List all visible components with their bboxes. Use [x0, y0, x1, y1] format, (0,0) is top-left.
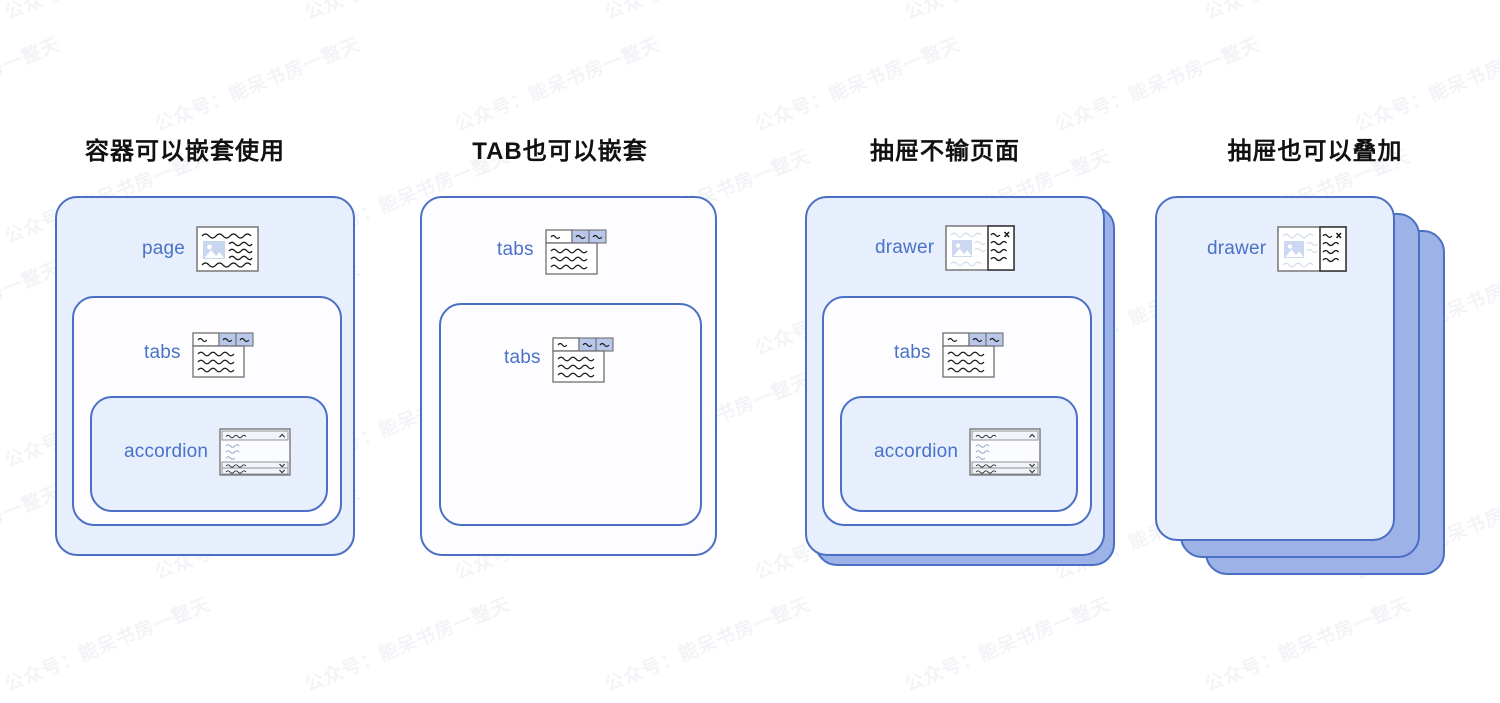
page-icon — [196, 226, 259, 272]
drawer-icon — [945, 225, 1016, 271]
panel-nested-containers: 容器可以嵌套使用 page — [0, 0, 370, 703]
drawer-item-row[interactable]: drawer — [875, 225, 1016, 271]
panel-title: TAB也可以嵌套 — [472, 138, 648, 165]
panel-nested-tabs: TAB也可以嵌套 tabs — [375, 0, 745, 703]
accordion-icon — [969, 428, 1041, 476]
drawer-label: drawer — [875, 237, 935, 258]
panel-drawer-vs-page: 抽屉不输页面 drawer — [760, 0, 1130, 703]
drawer-container-box[interactable]: drawer — [805, 196, 1105, 556]
tabs-outer-box[interactable]: tabs — [420, 196, 717, 556]
tabs-icon — [552, 331, 615, 385]
accordion-icon — [219, 428, 291, 476]
drawer-label: drawer — [1207, 238, 1267, 259]
tabs-icon — [192, 326, 255, 380]
tabs-inner-box[interactable]: tabs — [439, 303, 702, 526]
tabs-inner-item-row[interactable]: tabs — [504, 331, 615, 385]
panel-title: 容器可以嵌套使用 — [85, 138, 285, 165]
tabs-item-row[interactable]: tabs — [144, 326, 255, 380]
tabs-container-box[interactable]: tabs — [72, 296, 342, 526]
tabs-icon — [545, 223, 608, 277]
accordion-label: accordion — [124, 441, 209, 462]
drawer-item-row[interactable]: drawer — [1207, 226, 1348, 272]
tabs-label: tabs — [144, 342, 181, 363]
panel-title: 抽屉不输页面 — [870, 138, 1020, 165]
page-label: page — [142, 238, 186, 259]
tabs-container-box[interactable]: tabs — [822, 296, 1092, 526]
accordion-label: accordion — [874, 441, 959, 462]
tabs-label: tabs — [504, 347, 541, 368]
tabs-label: tabs — [894, 342, 931, 363]
drawer-stack-card-front[interactable]: drawer — [1155, 196, 1395, 541]
accordion-container-box[interactable]: accordion — [840, 396, 1078, 512]
tabs-icon — [942, 326, 1005, 380]
panel-title: 抽屉也可以叠加 — [1227, 138, 1403, 165]
panel-stacked-drawers: 抽屉也可以叠加 drawer — [1130, 0, 1500, 703]
accordion-container-box[interactable]: accordion — [90, 396, 328, 512]
accordion-item-row[interactable]: accordion — [874, 428, 1041, 476]
tabs-label: tabs — [497, 239, 534, 260]
drawer-icon — [1277, 226, 1348, 272]
tabs-item-row[interactable]: tabs — [894, 326, 1005, 380]
page-container-box[interactable]: page — [55, 196, 355, 556]
accordion-item-row[interactable]: accordion — [124, 428, 291, 476]
tabs-outer-item-row[interactable]: tabs — [497, 223, 608, 277]
page-item-row[interactable]: page — [142, 226, 259, 272]
